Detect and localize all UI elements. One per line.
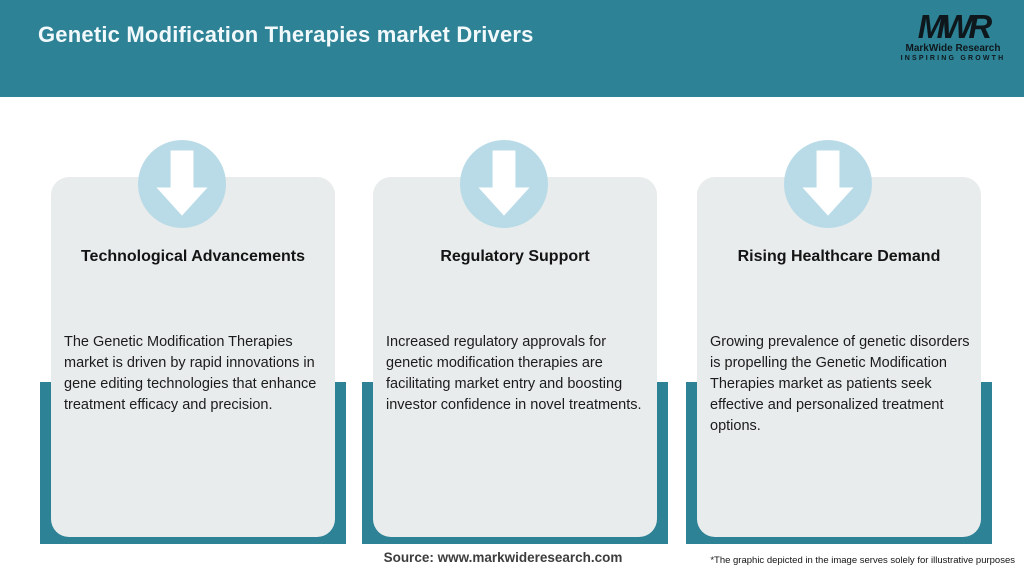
logo-monogram: MWR — [917, 8, 992, 45]
logo-name: MarkWide Research — [905, 43, 1001, 54]
card-body: The Genetic Modification Therapies marke… — [64, 334, 317, 413]
header-bar: Genetic Modification Therapies market Dr… — [0, 0, 1024, 97]
down-arrow-icon — [138, 140, 226, 228]
brand-logo: MWR MarkWide Research INSPIRING GROWTH — [898, 8, 1008, 62]
card-body: Growing prevalence of genetic disorders … — [710, 334, 970, 434]
driver-card-regulatory-support: Regulatory Support Increased regulatory … — [373, 177, 657, 537]
logo-tagline: INSPIRING GROWTH — [900, 55, 1006, 62]
source-text: Source: www.markwideresearch.com — [383, 550, 623, 565]
card-title: Regulatory Support — [440, 248, 590, 265]
down-arrow-icon — [784, 140, 872, 228]
page-title: Genetic Modification Therapies market Dr… — [38, 22, 534, 47]
card-title: Technological Advancements — [80, 248, 306, 265]
disclaimer-text: *The graphic depicted in the image serve… — [710, 555, 1015, 566]
down-arrow-icon — [460, 140, 548, 228]
card-body: Increased regulatory approvals for genet… — [386, 334, 642, 413]
driver-card-technological-advancements: Technological Advancements The Genetic M… — [51, 177, 335, 537]
driver-card-rising-healthcare-demand: Rising Healthcare Demand Growing prevale… — [697, 177, 981, 537]
card-title: Rising Healthcare Demand — [737, 248, 941, 265]
